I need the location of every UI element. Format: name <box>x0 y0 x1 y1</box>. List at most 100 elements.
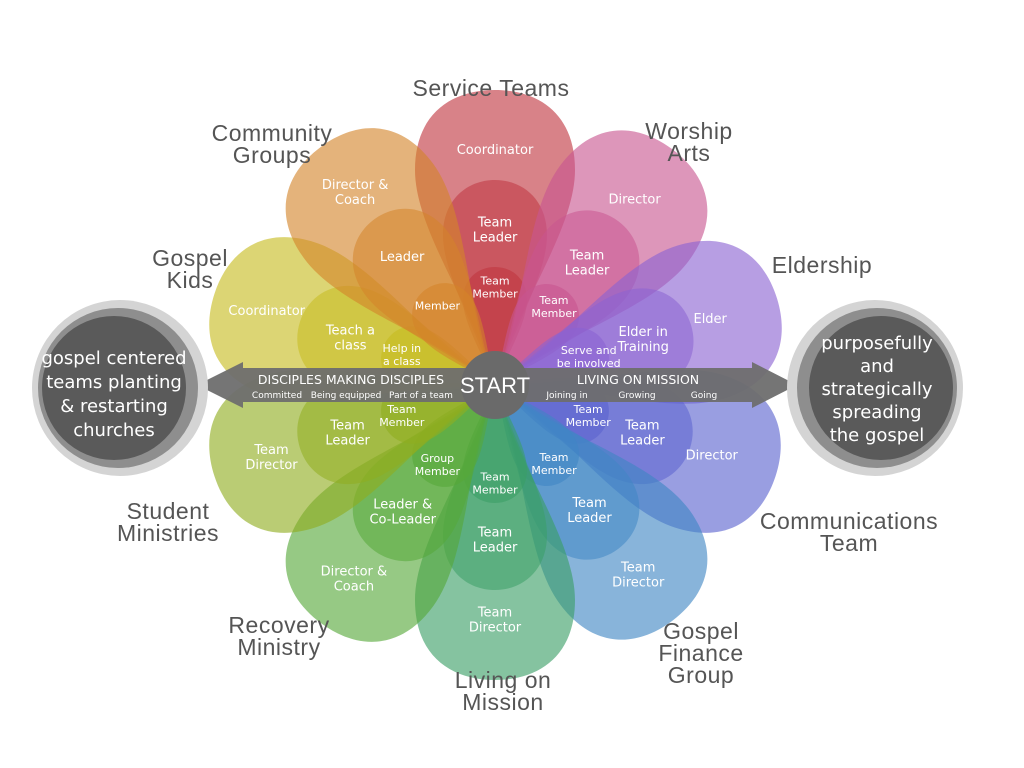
category-eldership: Eldership <box>772 252 872 278</box>
petal-student-outer-label-line-2: Director <box>245 458 298 473</box>
start-label: START <box>460 373 530 398</box>
petal-lom-outer-label-line-1: Team <box>477 606 512 621</box>
category-recovery-1: Recovery <box>228 612 329 638</box>
category-gospel-finance-1: Gospel <box>663 618 739 644</box>
petal-worship-mid-label-line-1: Team <box>569 248 604 263</box>
category-living-on-mission-1: Living on <box>455 667 552 693</box>
petal-service-mid-label-line-1: Team <box>477 216 512 231</box>
category-student-1: Student <box>127 498 210 524</box>
petal-worship-mid-label-line-2: Leader <box>565 263 610 278</box>
right-stage-joining: Joining in <box>545 391 587 401</box>
left-stage-team: Part of a team <box>389 391 453 401</box>
left-outcome-bubble: gospel centered teams planting & restart… <box>32 300 208 476</box>
petal-lom-mid-label-line-2: Leader <box>473 541 518 556</box>
start-circle <box>461 351 529 419</box>
right-stage-going: Going <box>691 391 717 401</box>
category-communications-2: Team <box>820 530 878 556</box>
petal-comms-mid-label-line-1: Team <box>624 418 659 433</box>
petal-community-inner-label-line-1: Member <box>415 300 461 313</box>
petal-lom-inner-label-line-1: Team <box>479 471 509 484</box>
left-stage-committed: Committed <box>252 391 302 401</box>
right-outcome-bubble: purposefully and strategically spreading… <box>787 300 963 476</box>
petal-recovery-inner-label-line-1: Group <box>421 452 455 465</box>
right-stage-growing: Growing <box>618 391 655 401</box>
left-bubble-core <box>42 316 186 460</box>
left-bubble-line-3: & restarting <box>60 396 168 417</box>
petal-student-mid-label-line-1: Team <box>329 418 364 433</box>
left-bubble-line-2: teams planting <box>46 372 182 393</box>
petal-worship-outer-label-line-1: Director <box>608 193 661 208</box>
category-recovery-2: Ministry <box>237 634 320 660</box>
right-bubble-line-1: purposefully <box>821 333 933 354</box>
right-bubble-line-5: the gospel <box>830 425 925 446</box>
petal-finance-inner-label-line-1: Team <box>538 451 568 464</box>
right-bar-heading: LIVING ON MISSION <box>577 372 699 387</box>
petal-recovery-mid-label-line-2: Co-Leader <box>369 513 436 528</box>
right-bubble-core <box>809 316 953 460</box>
petal-community-mid-label-line-1: Leader <box>380 250 425 265</box>
petal-lom-mid-label-line-1: Team <box>477 526 512 541</box>
petal-comms-inner-label-line-2: Member <box>566 416 612 429</box>
petal-finance-outer-label-line-1: Team <box>620 561 655 576</box>
petal-finance-inner-label-line-2: Member <box>531 464 577 477</box>
left-stage-equipped: Being equipped <box>311 391 382 401</box>
petal-worship-inner-label-line-1: Team <box>538 294 568 307</box>
petal-comms-mid-label-line-2: Leader <box>620 433 665 448</box>
category-gospel-finance-3: Group <box>668 662 734 688</box>
category-service-teams: Service Teams <box>413 75 570 101</box>
right-bubble-line-3: strategically <box>821 379 932 400</box>
petal-recovery-inner-label-line-2: Member <box>415 465 461 478</box>
petal-service-outer-label-line-1: Coordinator <box>457 143 534 158</box>
petal-elder-mid-label-line-2: Training <box>617 340 669 355</box>
category-community-1: Community <box>212 120 333 146</box>
category-gospel-finance-2: Finance <box>658 640 743 666</box>
petal-lom-outer-label-line-2: Director <box>469 621 522 636</box>
petal-service-inner-label-line-2: Member <box>472 288 518 301</box>
petal-recovery-outer-label-line-2: Coach <box>334 580 374 595</box>
petal-kids-mid-label-line-2: class <box>334 339 366 354</box>
left-bar-heading: DISCIPLES MAKING DISCIPLES <box>258 372 444 387</box>
petal-elder-inner-label-line-2: be involved <box>557 357 621 370</box>
petal-community-outer-label-line-1: Director & <box>322 178 389 193</box>
petal-kids-outer-label-line-1: Coordinator <box>228 304 305 319</box>
petal-elder-mid-label-line-1: Elder in <box>618 325 667 340</box>
petal-service-mid-label-line-2: Leader <box>473 231 518 246</box>
petal-finance-mid-label-line-2: Leader <box>567 511 612 526</box>
petal-kids-mid-label-line-1: Teach a <box>325 324 375 339</box>
petal-student-outer-label-line-1: Team <box>253 443 288 458</box>
petal-kids-inner-label-line-2: a class <box>383 355 421 368</box>
petal-comms-inner-label-line-1: Team <box>573 403 603 416</box>
petal-finance-mid-label-line-1: Team <box>571 496 606 511</box>
petal-labels: CoordinatorTeamLeaderTeamMemberDirectorT… <box>228 143 738 636</box>
category-worship-arts-2: Arts <box>668 140 711 166</box>
petal-elder-outer-label-line-1: Elder <box>693 312 727 327</box>
petal-recovery-mid-label-line-1: Leader & <box>373 498 432 513</box>
category-titles: Service Teams Worship Arts Eldership Com… <box>117 75 938 715</box>
start-node: START <box>460 351 530 419</box>
petal-elder-inner-label-line-1: Serve and <box>561 344 617 357</box>
petal-service-inner-label-line-1: Team <box>479 275 509 288</box>
petal-community-outer-label-line-2: Coach <box>335 193 375 208</box>
right-bubble-line-4: spreading <box>832 402 921 423</box>
category-gospel-kids-2: Kids <box>167 267 214 293</box>
petal-recovery-outer-label-line-1: Director & <box>321 565 388 580</box>
category-living-on-mission-2: Mission <box>462 689 543 715</box>
right-bubble-line-2: and <box>860 356 894 377</box>
petal-comms-outer-label-line-1: Director <box>686 449 739 464</box>
category-worship-arts-1: Worship <box>645 118 732 144</box>
petal-student-inner-label-line-1: Team <box>386 403 416 416</box>
petal-student-mid-label-line-2: Leader <box>325 433 370 448</box>
petal-worship-inner-label-line-2: Member <box>531 307 577 320</box>
category-communications-1: Communications <box>760 508 938 534</box>
petal-student-inner-label-line-2: Member <box>379 416 425 429</box>
left-bubble-line-1: gospel centered <box>41 348 186 369</box>
petal-kids-inner-label-line-1: Help in <box>382 342 421 355</box>
category-student-2: Ministries <box>117 520 219 546</box>
category-gospel-kids-1: Gospel <box>152 245 228 271</box>
petal-finance-outer-label-line-2: Director <box>612 576 665 591</box>
petal-lom-inner-label-line-2: Member <box>472 484 518 497</box>
petal-layer: CoordinatorTeamLeaderTeamMemberDirectorT… <box>189 90 801 680</box>
category-community-2: Groups <box>233 142 311 168</box>
left-bubble-line-4: churches <box>73 420 154 441</box>
